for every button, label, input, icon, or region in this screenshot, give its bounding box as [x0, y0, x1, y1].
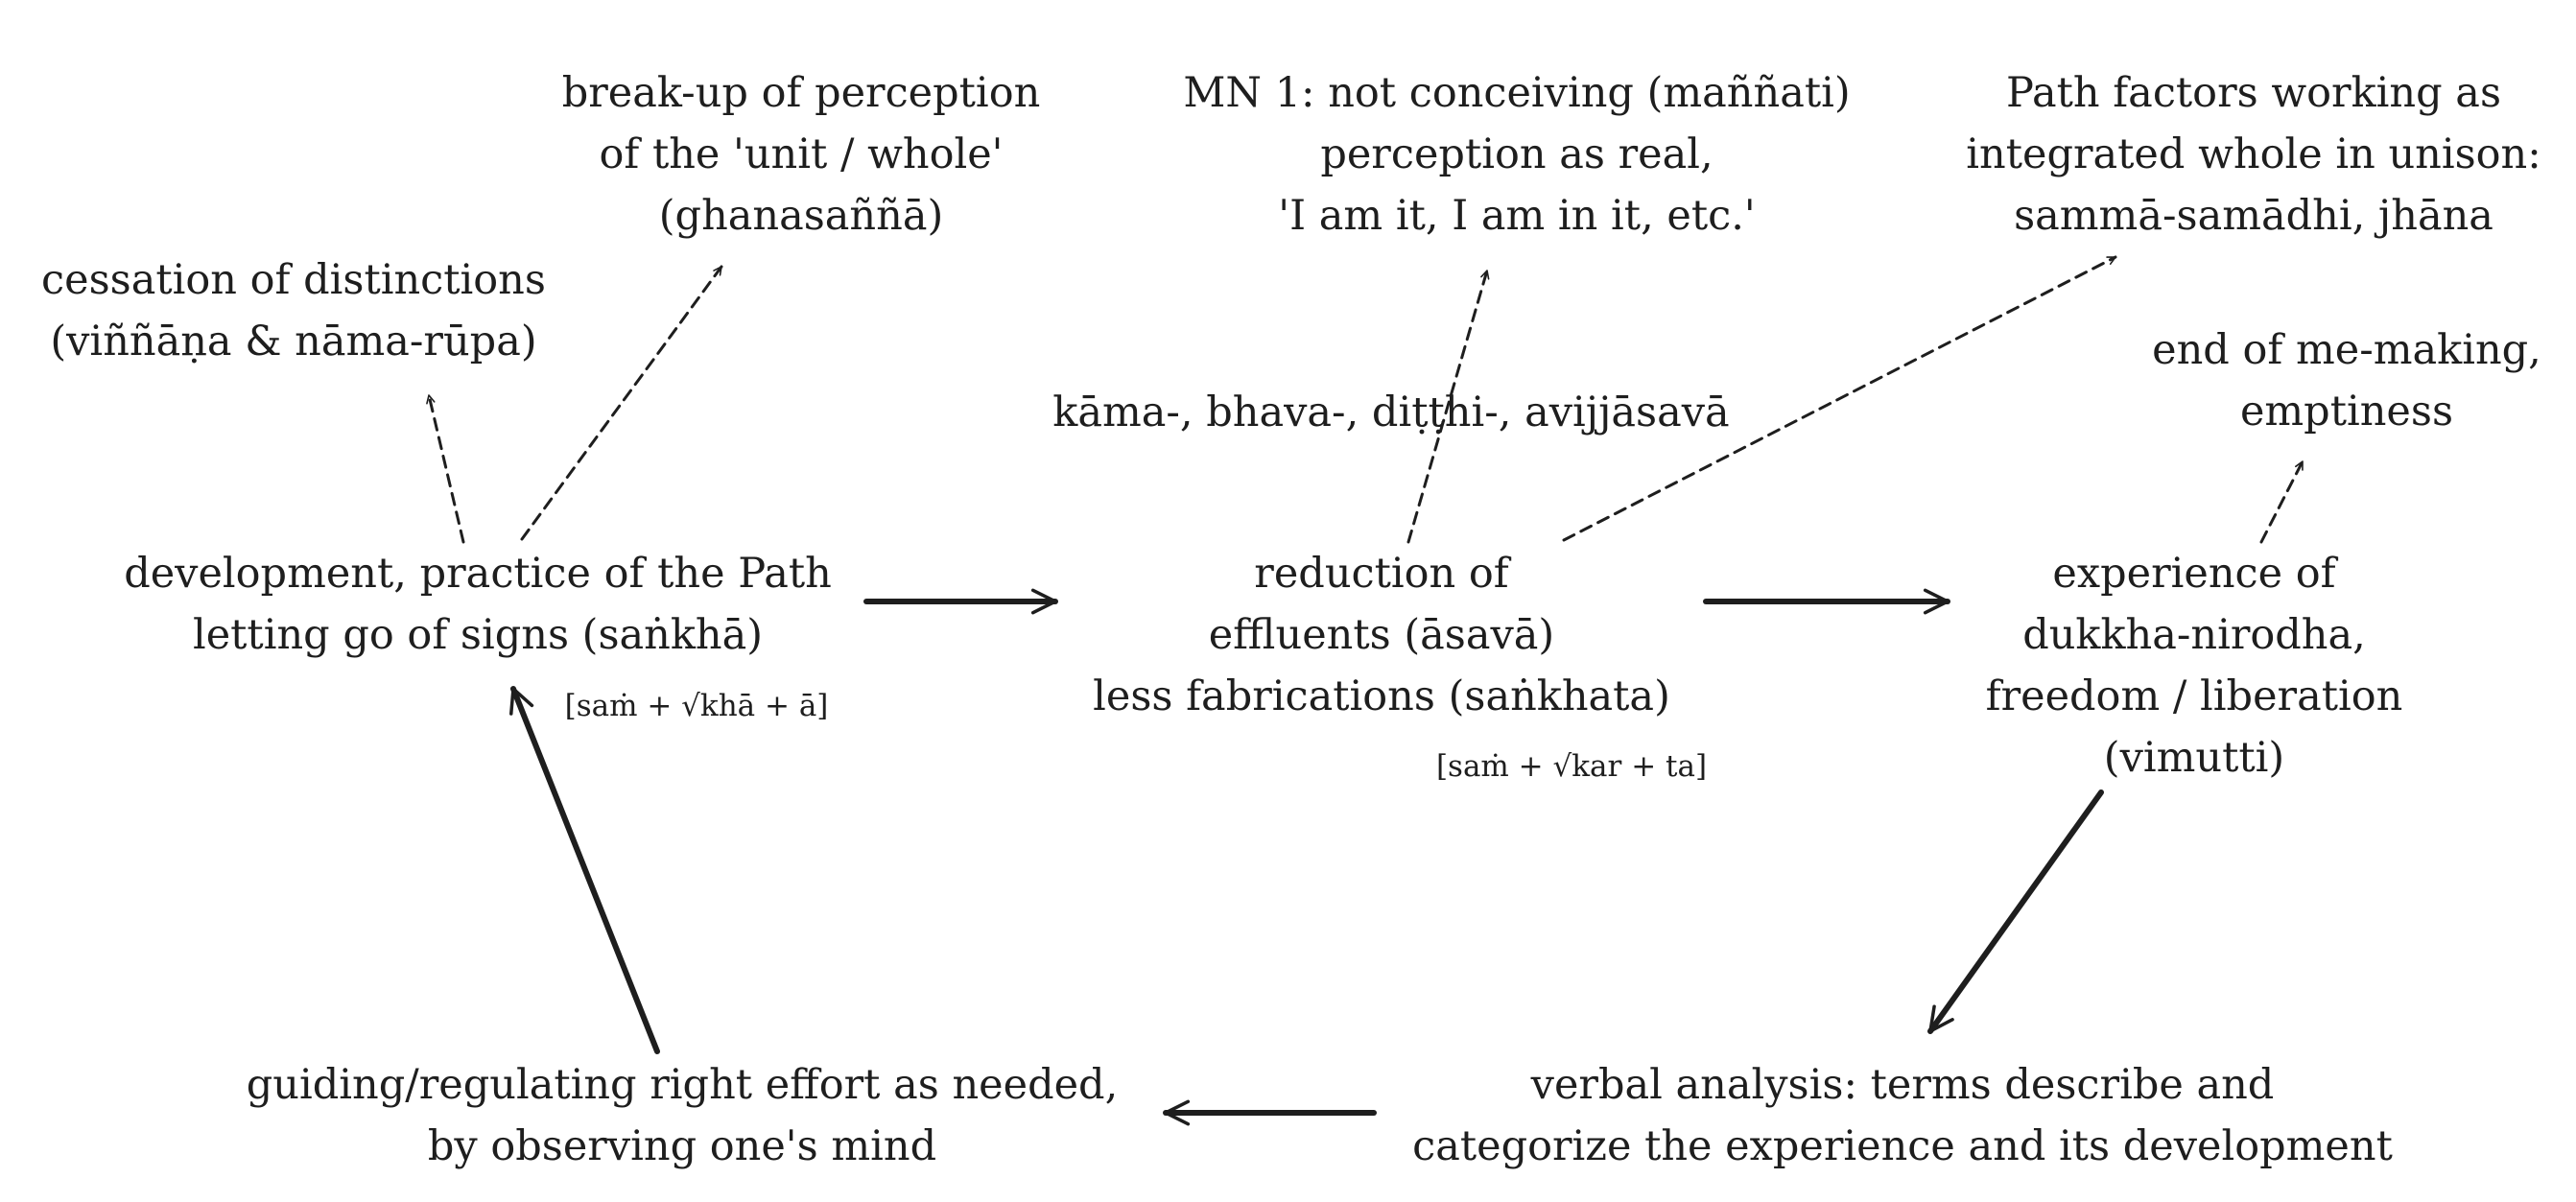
arrow-experience-to-verbal — [1927, 790, 2104, 1034]
node-breakup-of-perception: break-up of perception of the 'unit / wh… — [561, 69, 1041, 240]
node-mn1-not-conceiving: MN 1: not conceiving (maññati) perceptio… — [1183, 69, 1851, 240]
dashed-arrow-to-end-me-making — [2259, 460, 2304, 544]
node-end-of-me-making: end of me-making, emptiness — [2152, 326, 2541, 436]
node-reduction-of-effluents: reduction of effluents (āsavā) less fabr… — [1093, 550, 1670, 720]
dashed-arrow-to-cessation — [426, 393, 465, 544]
arrow-guiding-to-practice — [509, 686, 660, 1054]
node-guiding-right-effort: guiding/regulating right effort as neede… — [246, 1061, 1119, 1170]
node-experience-of-nirodha: experience of dukkha-nirodha, freedom / … — [1985, 550, 2403, 782]
dashed-arrow-to-pathfactors — [1562, 255, 2117, 542]
node-asava-list: kāma-, bhava-, diṭṭhi-, avijjāsavā — [1052, 389, 1730, 436]
node-cessation-of-distinctions: cessation of distinctions (viññāṇa & nām… — [41, 256, 546, 365]
dashed-arrow-to-breakup — [520, 265, 723, 541]
node-path-factors: Path factors working as integrated whole… — [1966, 69, 2541, 240]
node-practice-of-path: development, practice of the Path lettin… — [124, 550, 832, 659]
note-sankha-root: [saṁ + √khā + ā] — [564, 689, 829, 723]
note-sankhata-root: [saṁ + √kar + ta] — [1435, 749, 1708, 784]
dashed-arrow-to-mn1 — [1406, 269, 1490, 544]
node-verbal-analysis: verbal analysis: terms describe and cate… — [1412, 1061, 2393, 1170]
